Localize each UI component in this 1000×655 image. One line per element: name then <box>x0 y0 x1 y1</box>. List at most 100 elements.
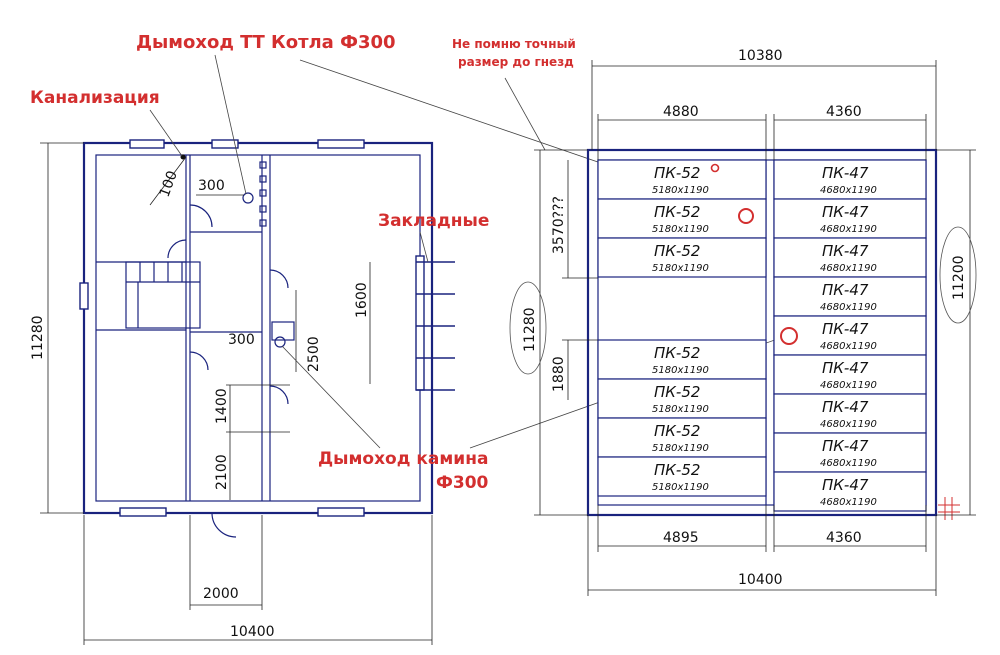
right-slab-size: 4680x1190 <box>820 458 877 469</box>
left-slab-size: 5180x1190 <box>652 482 709 493</box>
door-arc <box>189 204 213 228</box>
label-chimney-fireplace-size: Ф300 <box>436 473 489 493</box>
dim-slab-left-upper: 3570??? <box>551 196 567 254</box>
left-slab <box>597 456 767 497</box>
dim-floor-2000: 2000 <box>203 586 239 602</box>
label-chimney-fireplace: Дымоход камина <box>318 449 488 469</box>
left-slab-size: 5180x1190 <box>652 185 709 196</box>
dim-slab-right-total: 11200 <box>951 255 967 300</box>
dim-slab-top-left: 4880 <box>663 104 699 120</box>
dim-slab-top-total: 10380 <box>738 48 783 64</box>
dim-slab-bottom-left: 4895 <box>663 530 699 546</box>
label-sewage: Канализация <box>30 88 160 108</box>
right-slab <box>773 432 927 473</box>
floor-plan: 10400 2000 300 300 100 2500 1600 1400 21… <box>30 139 455 645</box>
label-note-line1: Не помню точный <box>452 37 576 51</box>
dim-slab-bottom-right: 4360 <box>826 530 862 546</box>
right-slab-size: 4680x1190 <box>820 302 877 313</box>
annotations: Дымоход ТТ Котла Ф300 Канализация Заклад… <box>30 32 787 493</box>
left-slab-name: ПК-52 <box>654 164 700 182</box>
left-slab-name: ПК-52 <box>654 344 700 362</box>
ellipse-left-total <box>509 281 547 375</box>
hole-small <box>710 163 720 173</box>
left-slab-size: 5180x1190 <box>652 224 709 235</box>
left-slab-name: ПК-52 <box>654 422 700 440</box>
dim-floor-total-height: 11280 <box>30 315 46 360</box>
window <box>317 507 365 517</box>
left-slab-size: 5180x1190 <box>652 404 709 415</box>
leader-embedded <box>419 231 429 263</box>
window <box>415 255 425 391</box>
right-slab-name: ПК-47 <box>822 164 869 182</box>
chimney-boiler-circle <box>242 192 254 204</box>
slabs-left-column: ПК-525180x1190ПК-525180x1190ПК-525180x11… <box>597 159 767 497</box>
right-slab <box>773 276 927 317</box>
right-slab-name: ПК-47 <box>822 476 869 494</box>
door-arc <box>269 385 289 405</box>
label-embedded: Закладные <box>378 211 489 231</box>
left-slab <box>597 339 767 380</box>
dim-slab-top-right: 4360 <box>826 104 862 120</box>
slab-outer-wall <box>586 148 938 517</box>
slab-dims <box>534 60 976 596</box>
right-slab-size: 4680x1190 <box>820 341 877 352</box>
right-slab <box>773 237 927 278</box>
window <box>79 282 89 310</box>
door-arc <box>189 351 209 371</box>
dim-floor-total-width: 10400 <box>230 624 275 640</box>
window <box>119 507 167 517</box>
right-slab-name: ПК-47 <box>822 320 869 338</box>
door-arc <box>167 239 187 259</box>
right-slab-name: ПК-47 <box>822 281 869 299</box>
right-slab <box>773 393 927 434</box>
right-slab <box>773 471 927 512</box>
label-chimney-boiler: Дымоход ТТ Котла Ф300 <box>136 32 396 53</box>
door-arc <box>269 269 289 289</box>
right-slab <box>773 354 927 395</box>
left-slab-size: 5180x1190 <box>652 365 709 376</box>
leader-note <box>504 77 546 151</box>
right-slab-size: 4680x1190 <box>820 224 877 235</box>
embedded-parts <box>416 261 455 391</box>
left-slab-size: 5180x1190 <box>652 443 709 454</box>
dim-floor-2100: 2100 <box>214 454 230 490</box>
dim-floor-1600: 1600 <box>354 282 370 318</box>
ellipse-right-total <box>939 226 977 324</box>
dim-floor-300-top: 300 <box>198 178 225 194</box>
leader-sewage <box>149 109 183 157</box>
right-slab-size: 4680x1190 <box>820 185 877 196</box>
chimney-fireplace-circle <box>274 336 286 348</box>
right-slab <box>773 198 927 239</box>
right-slab-size: 4680x1190 <box>820 380 877 391</box>
right-slab-size: 4680x1190 <box>820 497 877 508</box>
left-slab <box>597 198 767 239</box>
hole-fireplace-chimney <box>780 327 798 345</box>
outer-wall <box>82 141 434 515</box>
window <box>317 139 365 149</box>
dim-slab-left-total: 11280 <box>522 307 538 352</box>
right-slab-name: ПК-47 <box>822 203 869 221</box>
right-slab <box>773 315 927 356</box>
right-slab-size: 4680x1190 <box>820 419 877 430</box>
dim-slab-left-lower: 1880 <box>551 356 567 392</box>
slab-plan: ПК-525180x1190ПК-525180x1190ПК-525180x11… <box>509 48 977 596</box>
leader-boiler <box>214 54 247 195</box>
floor-overall-dims <box>40 142 433 645</box>
stairs <box>125 261 201 329</box>
window <box>211 139 239 149</box>
dim-floor-100: 100 <box>157 169 181 200</box>
right-slab-name: ПК-47 <box>822 437 869 455</box>
door-arc <box>211 512 237 538</box>
hole-boiler-chimney <box>738 208 754 224</box>
left-slab-name: ПК-52 <box>654 461 700 479</box>
leader-fireplace <box>281 345 381 449</box>
left-slab <box>597 237 767 278</box>
right-slab-name: ПК-47 <box>822 359 869 377</box>
left-slab-size: 5180x1190 <box>652 263 709 274</box>
dim-floor-2500: 2500 <box>306 336 322 372</box>
label-note-line2: размер до гнезд <box>458 55 574 69</box>
dim-floor-300-mid: 300 <box>228 332 255 348</box>
right-slab-name: ПК-47 <box>822 398 869 416</box>
